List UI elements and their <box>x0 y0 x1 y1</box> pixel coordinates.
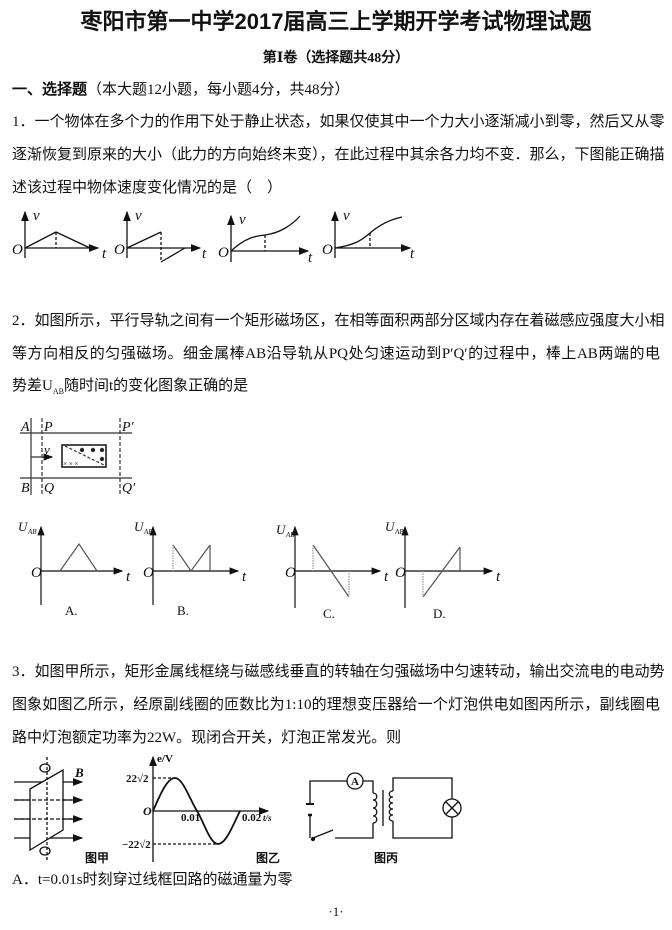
svg-text:B: B <box>74 765 84 780</box>
q3-fig-jia <box>14 757 84 862</box>
svg-text:O: O <box>285 565 296 581</box>
q3-line: 路中灯泡额定功率为22W。现闭合开关，灯泡正常发光。则 <box>12 730 402 746</box>
section-note: （本大题12小题，每小题4分，共48分） <box>87 82 350 98</box>
svg-text:U: U <box>276 522 287 537</box>
svg-text:B.: B. <box>177 603 189 618</box>
svg-text:B: B <box>21 481 30 496</box>
q2-line: 等方向相反的匀强磁场。细金属棒AB沿导轨从PQ处匀速运动到P′Q′的过程中，棒上… <box>12 346 660 362</box>
page-number: ·1· <box>328 904 344 919</box>
svg-text:Q′: Q′ <box>122 481 136 496</box>
svg-text:O: O <box>322 242 333 258</box>
section-heading: 一、选择题（本大题12小题，每小题4分，共48分） <box>12 80 660 100</box>
svg-text:图乙: 图乙 <box>256 851 280 865</box>
svg-text:U: U <box>18 519 29 534</box>
svg-text:O: O <box>218 245 229 261</box>
svg-text:O: O <box>12 242 23 258</box>
svg-text:U: U <box>134 519 145 534</box>
svg-text:O: O <box>143 804 152 818</box>
svg-text:P′: P′ <box>121 420 135 435</box>
svg-text:v: v <box>343 208 350 224</box>
svg-text:AB: AB <box>285 531 295 539</box>
svg-text:O: O <box>114 242 125 258</box>
svg-text:−22√2: −22√2 <box>122 839 151 851</box>
svg-text:U: U <box>385 519 396 534</box>
q1-line: 述该过程中物体速度变化情况的是（ ） <box>12 180 283 196</box>
svg-text:v: v <box>239 212 246 228</box>
q2-line: 势差UAB随时间t的变化图象正确的是 <box>12 376 660 402</box>
svg-text:v: v <box>33 208 40 224</box>
q3-line: 图象如图乙所示，经原副线圈的匝数比为1:10的理想变压器给一个灯泡供电如图丙所示… <box>12 697 660 713</box>
svg-text:P: P <box>43 420 53 435</box>
svg-text:t: t <box>202 246 207 262</box>
q1-graph-b <box>123 210 202 263</box>
svg-text:O: O <box>395 565 406 581</box>
svg-text:AB: AB <box>143 528 153 536</box>
q2-rail-figure: × × × <box>20 418 132 495</box>
q2-line3-post: 随时间t的变化图象正确的是 <box>63 378 249 394</box>
q3-fig-yi-labels: e/V 22√2 O 0.01 0.02 t/s −22√2 图乙 <box>122 753 280 865</box>
svg-text:O: O <box>31 565 42 581</box>
q3-fig-jia-labels: B 图甲 <box>74 765 109 865</box>
svg-text:Q: Q <box>44 481 54 496</box>
q1-line: 1．一个物体在多个力的作用下处于静止状态，如果仅使其中一个力大小逐渐减小到零，然… <box>12 114 665 130</box>
svg-text:0.01: 0.01 <box>181 812 200 824</box>
svg-text:AB: AB <box>27 528 37 536</box>
q1-graph-c <box>227 214 310 262</box>
q1-line: 逐渐恢复到原来的大小（此力的方向始终未变），在此过程中其余各力均不变．那么，下图… <box>12 147 665 163</box>
svg-text:e/V: e/V <box>157 753 173 765</box>
q2-graph-d <box>401 525 494 608</box>
q2-line3-sub: AB <box>52 387 64 396</box>
q2-line: 2．如图所示，平行导轨之间有一个矩形磁场区，在相等面积两部分区域内存在着磁感应强… <box>12 313 665 329</box>
document-subtitle: 第Ⅰ卷（选择题共48分） <box>262 51 410 66</box>
q2-graph-c <box>291 525 382 608</box>
q2-line3-pre: 势差U <box>12 378 53 394</box>
q3-fig-bing-labels: A 图丙 <box>351 776 398 865</box>
svg-text:C.: C. <box>323 606 335 621</box>
q1-graph-a <box>21 210 100 258</box>
svg-text:图甲: 图甲 <box>85 851 109 865</box>
svg-text:v: v <box>135 208 142 224</box>
svg-text:0.02: 0.02 <box>242 812 262 824</box>
svg-text:A: A <box>351 776 359 788</box>
svg-text:22√2: 22√2 <box>126 773 149 785</box>
section-title: 一、选择题 <box>12 81 88 98</box>
svg-text:O: O <box>143 565 154 581</box>
svg-text:t/s: t/s <box>263 813 272 823</box>
q3-fig-bing <box>306 772 462 842</box>
svg-text:t: t <box>242 569 247 585</box>
q2-graph-a <box>37 525 124 605</box>
svg-text:t: t <box>102 246 107 262</box>
q1-graph-d <box>331 210 412 258</box>
svg-text:t: t <box>410 246 415 262</box>
svg-text:t: t <box>308 250 313 266</box>
svg-text:A.: A. <box>65 603 78 618</box>
document-title: 枣阳市第一中学2017届高三上学期开学考试物理试题 <box>80 9 592 34</box>
svg-text:D.: D. <box>433 606 446 621</box>
svg-text:t: t <box>126 569 131 585</box>
svg-text:图丙: 图丙 <box>374 851 398 865</box>
svg-text:t: t <box>384 569 389 585</box>
svg-text:A: A <box>20 420 30 435</box>
svg-text:v: v <box>44 442 50 457</box>
svg-text:× × ×: × × × <box>63 460 78 468</box>
q2-figure-labels: A P P′ v B Q Q′ <box>20 420 136 496</box>
q3-option-a: A．t=0.01s时刻穿过线框回路的磁通量为零 <box>12 872 293 888</box>
q2-graph-b <box>149 525 240 605</box>
svg-text:t: t <box>496 569 501 585</box>
svg-text:AB: AB <box>394 528 404 536</box>
q3-fig-yi <box>149 755 270 862</box>
q3-line: 3．如图甲所示，矩形金属线框绕与磁感线垂直的转轴在匀强磁场中匀速转动，输出交流电… <box>12 664 665 680</box>
